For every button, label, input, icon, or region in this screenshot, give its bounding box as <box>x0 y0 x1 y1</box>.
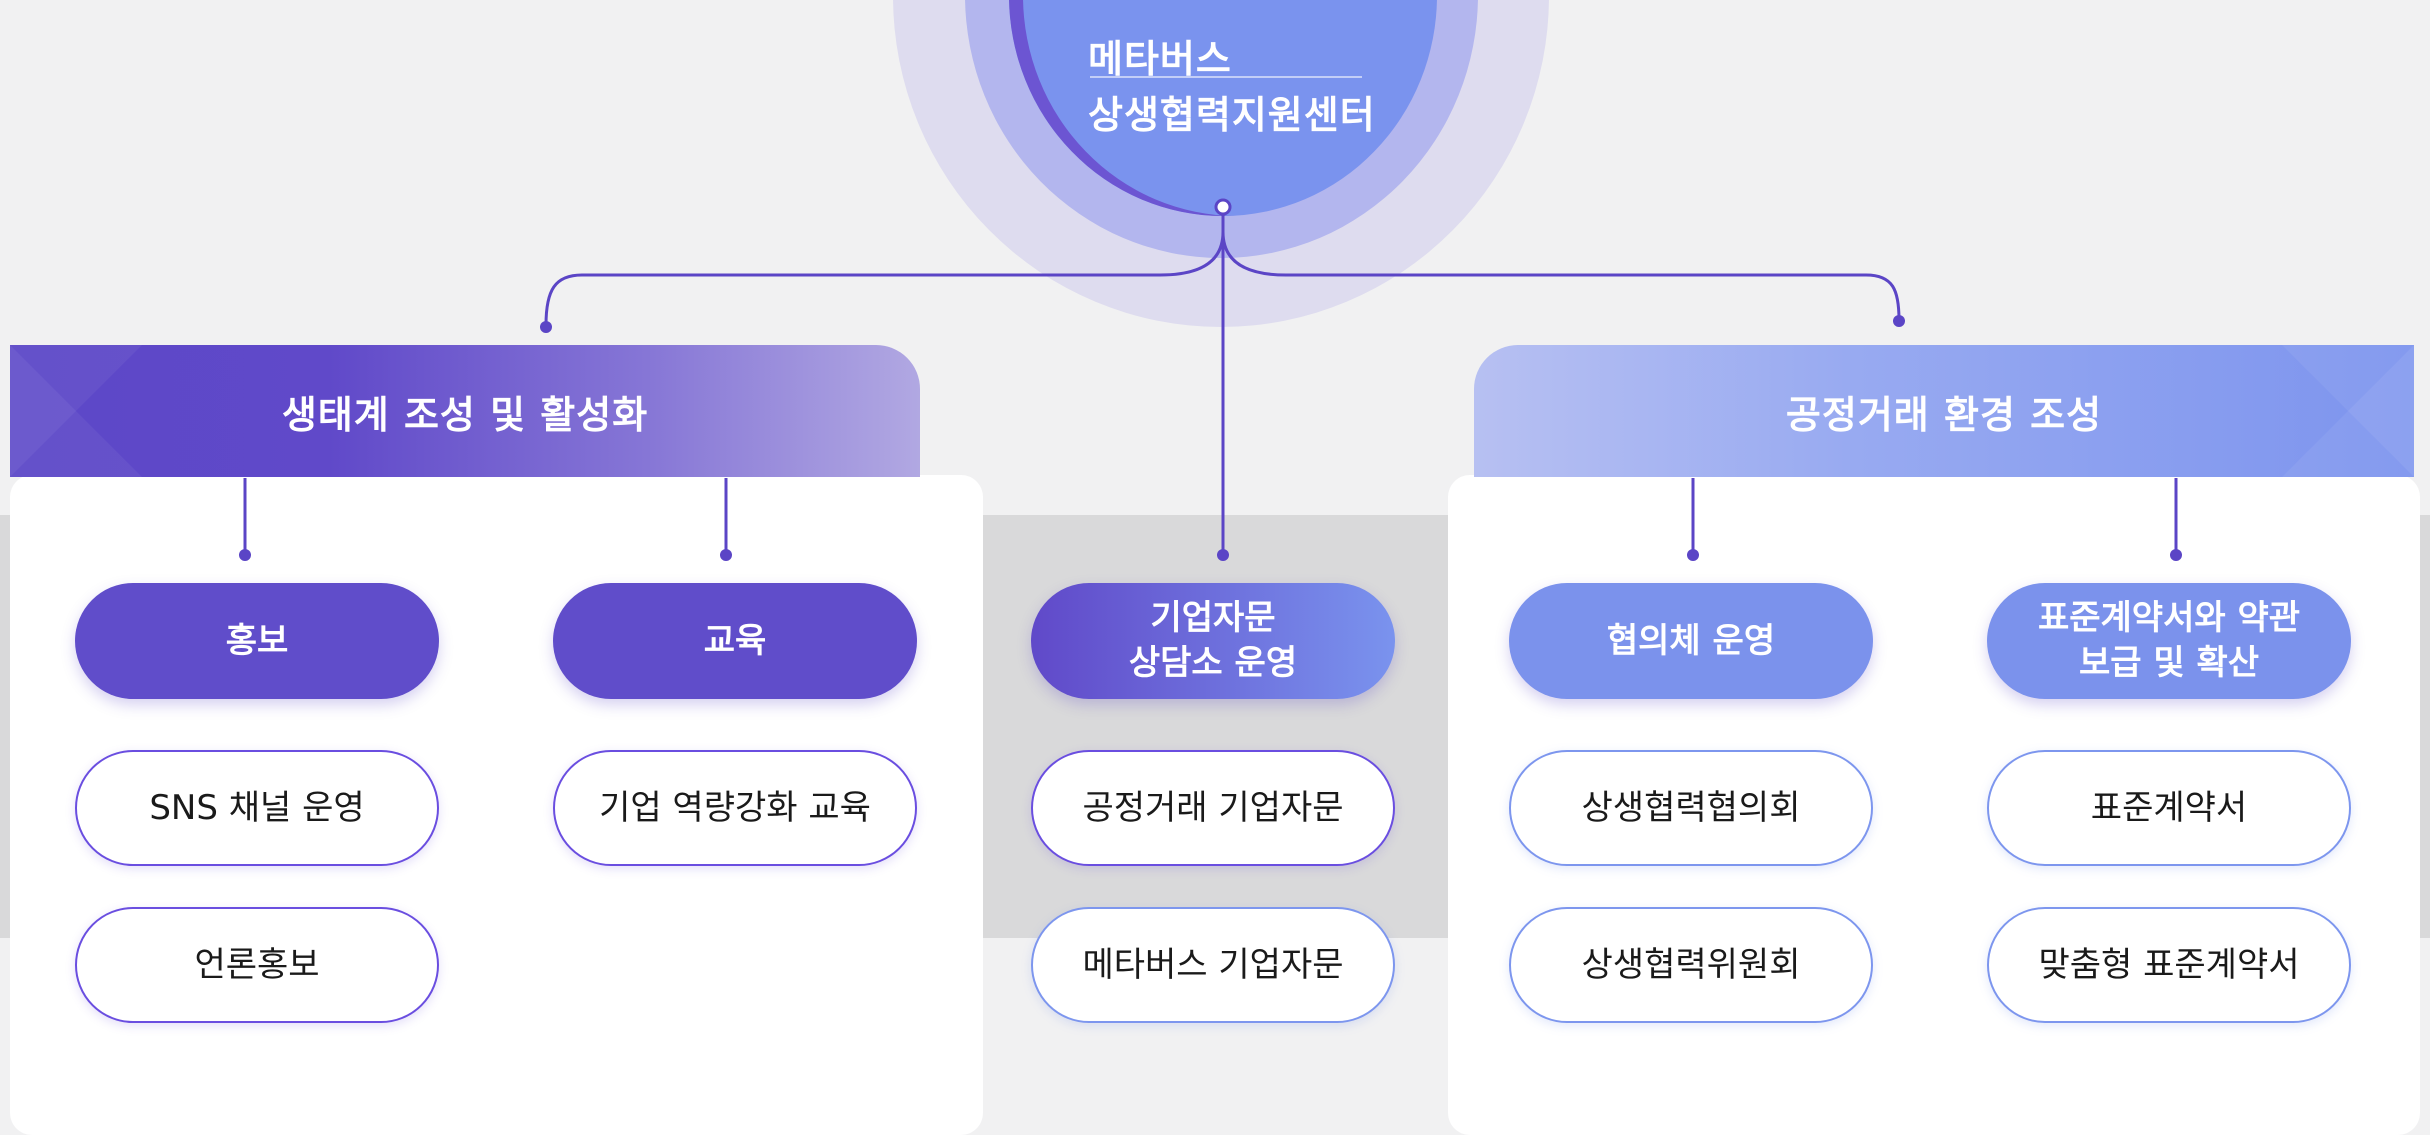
node-press-promotion: 언론홍보 <box>75 907 439 1023</box>
node-standard-contract: 표준계약서 <box>1987 750 2351 866</box>
node-win-win-committee: 상생협력위원회 <box>1509 907 1873 1023</box>
node-win-win-council: 상생협력협의회 <box>1509 750 1873 866</box>
node-consulting-header: 기업자문 상담소 운영 <box>1031 583 1395 699</box>
node-custom-standard-contract: 맞춤형 표준계약서 <box>1987 907 2351 1023</box>
center-title-line2: 상생협력지원센터 <box>1088 93 1376 137</box>
node-sns-channel: SNS 채널 운영 <box>75 750 439 866</box>
node-standard-contract-header: 표준계약서와 약관 보급 및 확산 <box>1987 583 2351 699</box>
right-group-dot-icon <box>1893 315 1905 327</box>
node-capacity-education: 기업 역량강화 교육 <box>553 750 917 866</box>
right-col2-dot-icon <box>2170 549 2182 561</box>
right-group-title: 공정거래 환경 조성 <box>1785 392 2103 437</box>
node-education-header: 교육 <box>553 583 917 699</box>
connector-center-to-right-group <box>1221 231 1901 321</box>
node-council-header: 협의체 운영 <box>1509 583 1873 699</box>
center-title-line1: 메타버스 <box>1088 37 1232 81</box>
node-metaverse-consulting: 메타버스 기업자문 <box>1031 907 1395 1023</box>
left-group-title: 생태계 조성 및 활성화 <box>281 392 649 437</box>
consulting-dot-icon <box>1217 549 1229 561</box>
left-group-dot-icon <box>540 321 552 333</box>
center-title-divider <box>1090 76 1362 78</box>
connector-center-to-left-group <box>544 231 1225 326</box>
right-col1-dot-icon <box>1687 549 1699 561</box>
node-promotion-header: 홍보 <box>75 583 439 699</box>
left-col1-dot-icon <box>239 549 251 561</box>
center-origin-dot-icon <box>1214 198 1232 216</box>
node-fair-trade-consulting: 공정거래 기업자문 <box>1031 750 1395 866</box>
left-col2-dot-icon <box>720 549 732 561</box>
